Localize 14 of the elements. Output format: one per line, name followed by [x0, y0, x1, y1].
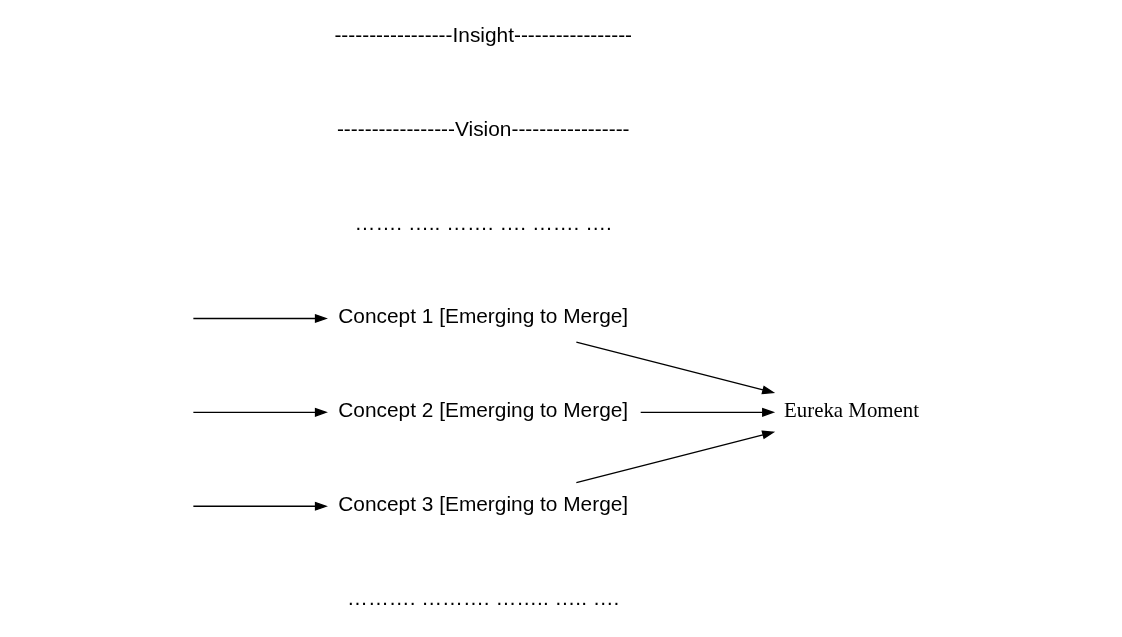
label: ………. ………. …….. ….. …. — [347, 586, 620, 610]
label: -----------------Insight----------------- — [334, 22, 633, 46]
node-text: Concept 2 [Emerging to Merge] — [338, 398, 629, 422]
node-text: Concept 3 [Emerging to Merge] — [338, 492, 629, 516]
arrow — [575, 341, 776, 395]
node-text: Eureka Moment — [784, 398, 920, 423]
arrow — [192, 501, 328, 511]
node-text: Concept 1 [Emerging to Merge] — [338, 304, 629, 328]
arrow — [192, 313, 328, 324]
arrow — [575, 430, 776, 484]
label: ……. ….. ……. …. ……. …. — [354, 210, 612, 234]
label: -----------------Vision----------------- — [336, 116, 630, 140]
arrow — [192, 407, 328, 417]
arrow — [640, 407, 776, 417]
